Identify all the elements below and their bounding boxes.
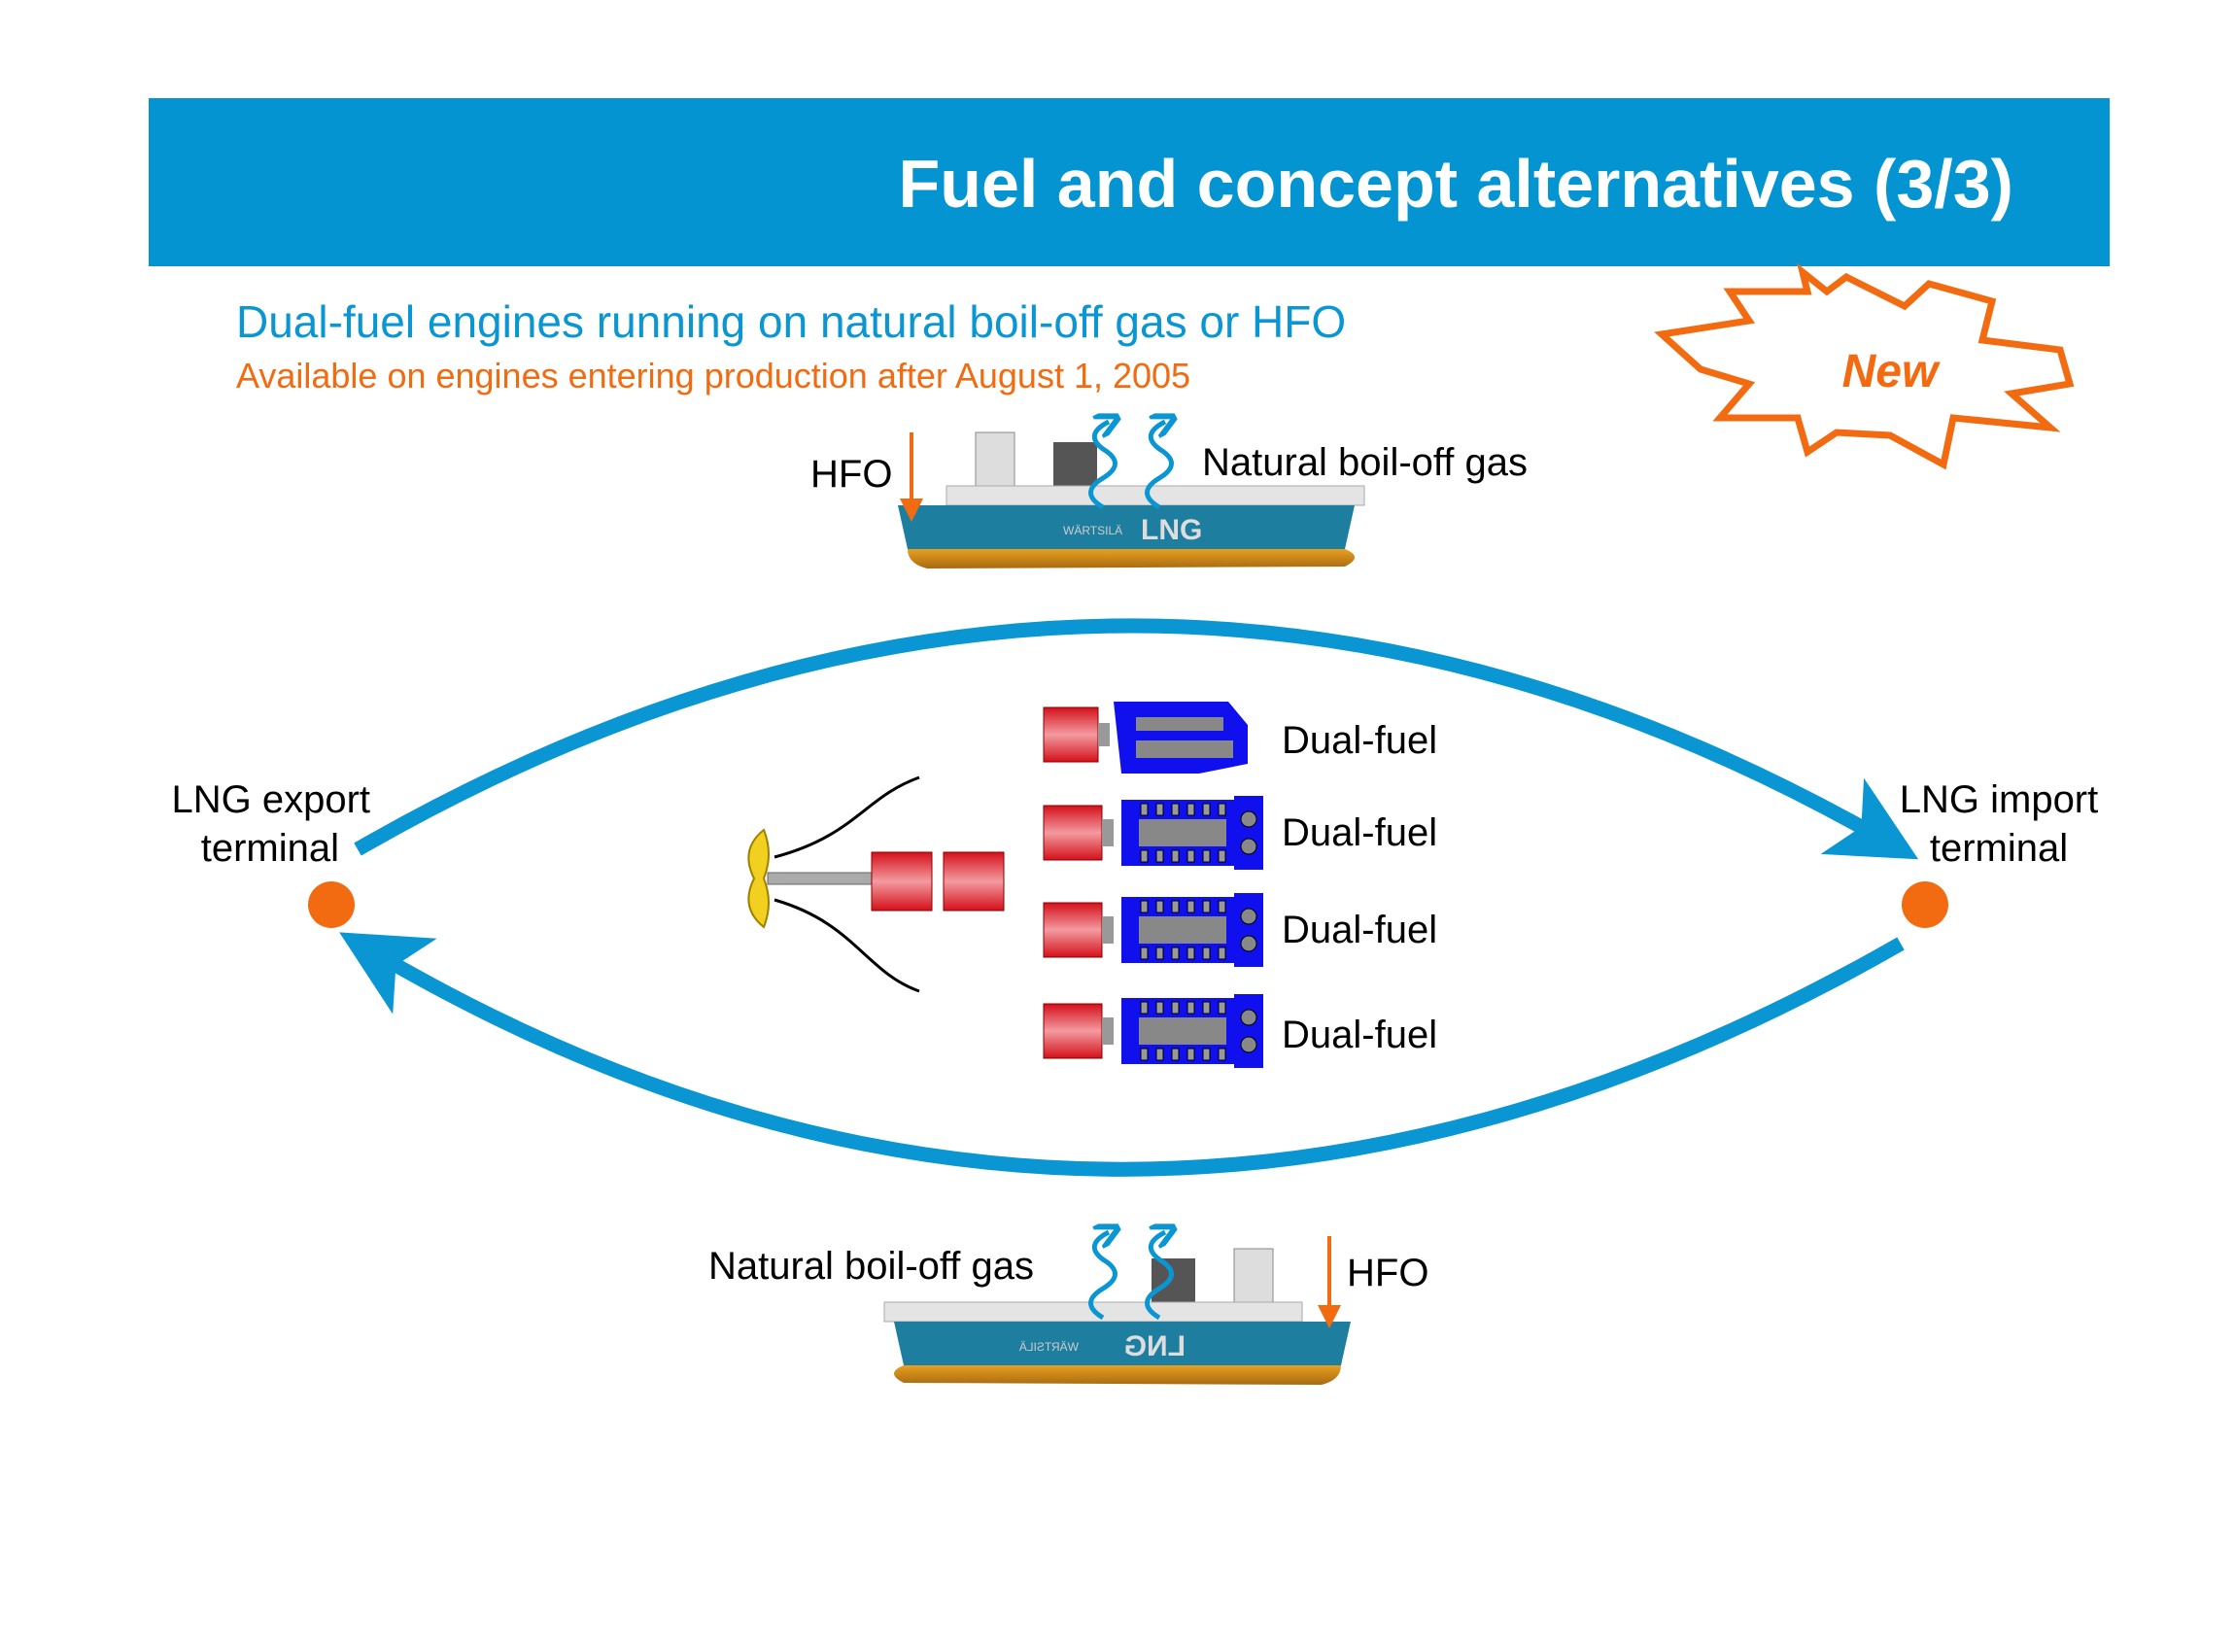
- engine-label: Dual-fuel: [1282, 909, 1437, 951]
- hull-lng-text: LNG: [1141, 514, 1202, 546]
- new-starburst-icon: [1654, 262, 2075, 470]
- outbound-route-arrow: [354, 618, 1919, 860]
- engine-label: Dual-fuel: [1282, 1014, 1437, 1056]
- page-title: Fuel and concept alternatives (3/3): [898, 146, 2013, 222]
- return-route-arrow: [339, 932, 1905, 1177]
- engine-row: [1043, 892, 1264, 968]
- hull-brand-text: WÄRTSILÄ: [1019, 1340, 1079, 1354]
- export-terminal-dot: [308, 881, 355, 928]
- export-terminal-label: terminal: [201, 827, 339, 870]
- top-gas-label: Natural boil-off gas: [1202, 441, 1528, 484]
- import-terminal-label: terminal: [1930, 827, 2068, 870]
- gas-wave-icon: [1088, 1232, 1116, 1321]
- propeller-shaft: [767, 872, 876, 885]
- engine-row: [1043, 795, 1264, 871]
- gas-wave-icon: [1145, 1232, 1172, 1321]
- subtitle: Dual-fuel engines running on natural boi…: [236, 296, 1346, 347]
- gas-wave-icon: [1145, 422, 1172, 510]
- bottom-hfo-label: HFO: [1347, 1252, 1428, 1294]
- availability-note: Available on engines entering production…: [236, 356, 1190, 396]
- gas-wave-icon: [1088, 422, 1116, 510]
- new-badge-label: New: [1842, 346, 1941, 397]
- propeller-icon: [747, 828, 770, 929]
- engine-row: [1043, 702, 1248, 774]
- top-lng-ship: LNG WÄRTSILÄ: [897, 431, 1365, 569]
- electric-motor: [871, 851, 933, 912]
- hull-brand-text: WÄRTSILÄ: [1063, 524, 1122, 537]
- propulsion-train: [747, 775, 1005, 993]
- hull-lng-text: LNG: [1124, 1330, 1186, 1362]
- bottom-gas-label: Natural boil-off gas: [708, 1245, 1034, 1288]
- bottom-lng-ship: LNG WÄRTSILÄ: [883, 1248, 1352, 1386]
- engine-row: [1043, 993, 1264, 1069]
- export-terminal-label: LNG export: [171, 778, 370, 821]
- electric-motor: [943, 851, 1005, 912]
- import-terminal-dot: [1902, 881, 1948, 928]
- engine-label: Dual-fuel: [1282, 811, 1437, 854]
- import-terminal-label: LNG import: [1900, 778, 2099, 821]
- engine-label: Dual-fuel: [1282, 719, 1437, 762]
- header-bar: [149, 98, 2110, 266]
- top-hfo-label: HFO: [810, 453, 892, 496]
